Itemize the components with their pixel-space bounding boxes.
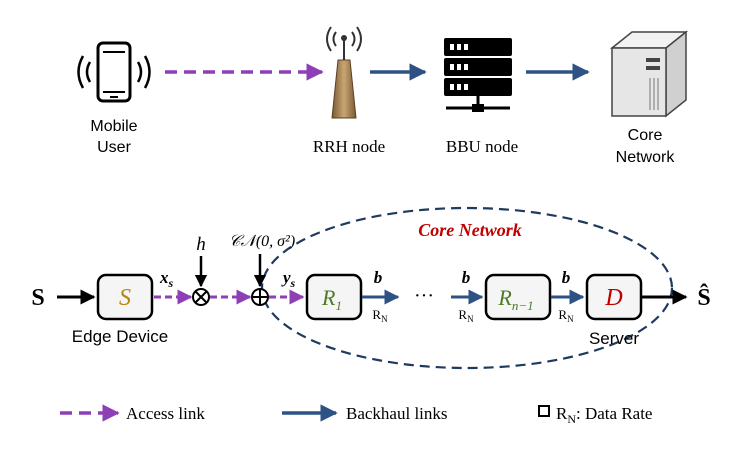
encoder-block — [96, 273, 154, 321]
relay-1-block — [305, 273, 363, 321]
bit-b-label-3: b — [562, 268, 571, 287]
channel-h-label: h — [196, 234, 206, 255]
bit-b-label-1: b — [374, 268, 383, 287]
decoder-symbol: D — [604, 285, 622, 311]
adder-node — [251, 288, 269, 306]
core-server-icon — [609, 30, 689, 118]
rrh-tower-icon — [326, 26, 362, 119]
xs-label: xs — [159, 268, 174, 290]
ellipsis: ··· — [414, 285, 434, 307]
legend-rate-square-icon — [538, 405, 550, 417]
decoder-block — [585, 273, 643, 321]
mobile-user-label-1: Mobile — [90, 118, 137, 135]
estimate-symbol: Ŝ — [697, 284, 710, 311]
rrh-node-label: RRH node — [313, 137, 385, 156]
multiplier-node — [192, 288, 210, 306]
bbu-server-icon — [444, 38, 512, 112]
bit-b-label-2: b — [462, 268, 471, 287]
core-network-boundary — [260, 206, 674, 370]
core-network-label-2: Network — [616, 149, 676, 166]
relay-1-symbol: R1 — [321, 285, 342, 313]
mobile-phone-icon — [77, 41, 151, 103]
core-network-label-1: Core — [628, 127, 663, 144]
ys-label: ys — [281, 268, 296, 290]
edge-device-label: Edge Device — [72, 327, 168, 346]
bbu-node-label: BBU node — [446, 137, 518, 156]
encoder-symbol: S — [119, 285, 131, 311]
legend-rate-label: RN: Data Rate — [556, 404, 652, 426]
rate-label-1: RN — [372, 307, 388, 324]
core-network-title: Core Network — [418, 220, 522, 240]
relay-n-minus-1-block — [484, 273, 552, 321]
noise-label: 𝒞𝒩(0, σ²) — [229, 233, 295, 250]
legend-access-label: Access link — [126, 404, 205, 423]
rate-label-2: RN — [458, 307, 474, 324]
relay-n-minus-1-symbol: Rn−1 — [497, 285, 533, 313]
source-symbol: S — [31, 285, 44, 311]
mobile-user-label-2: User — [97, 139, 131, 156]
legend-backhaul-label: Backhaul links — [346, 404, 448, 423]
server-label: Server — [589, 329, 639, 348]
rate-label-3: RN — [558, 307, 574, 324]
